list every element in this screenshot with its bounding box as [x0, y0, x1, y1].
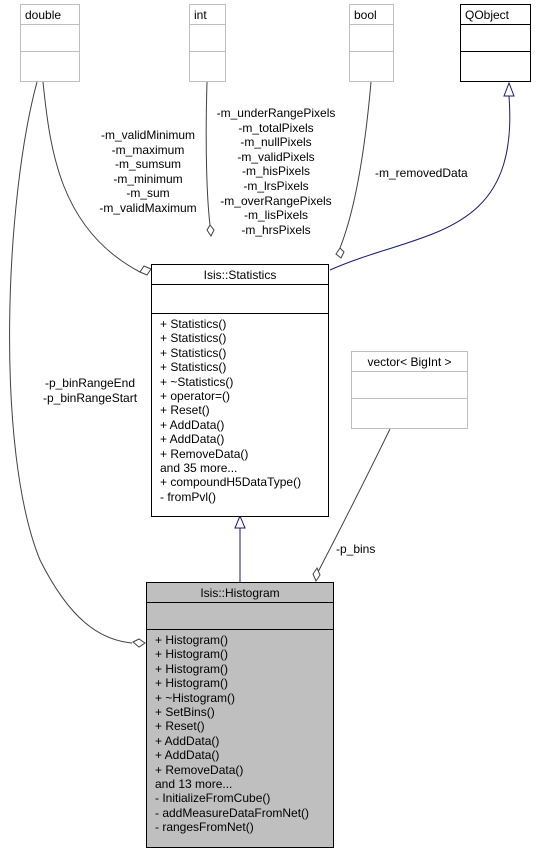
inheritance-arrow-statistics: [234, 514, 246, 529]
edge-label-bool-member: -m_removedData: [375, 166, 468, 180]
edge-label-bins: -p_bins: [336, 542, 376, 556]
aggregation-diamond-bool: [335, 247, 345, 259]
member-label: -p_binRangeEnd: [44, 376, 136, 390]
class-histogram-name: Isis::Histogram: [200, 586, 280, 600]
edge-double-statistics: [42, 81, 141, 273]
method-item: + RemoveData(): [155, 762, 244, 777]
class-int-methods: [190, 51, 225, 66]
method-item: + AddData(): [155, 733, 220, 748]
method-item: + Histogram(): [155, 647, 229, 662]
edge-double-histogram: [9, 81, 133, 644]
method-item: + AddData(): [160, 432, 225, 447]
class-bool-name: bool: [354, 8, 377, 22]
method-item: and 13 more...: [155, 777, 233, 792]
aggregation-diamond-int: [206, 224, 215, 237]
member-label: -m_sumsum: [114, 157, 182, 172]
class-statistics[interactable]: Isis::Statistics + Statistics()+ Statist…: [151, 264, 329, 517]
member-label: -m_overRangePixels: [220, 193, 332, 208]
aggregation-diamond-histogram: [132, 638, 146, 648]
member-label: -m_sum: [126, 186, 170, 201]
method-item: + Statistics(): [160, 345, 227, 360]
edge-label-bin-range: -p_binRangeEnd-p_binRangeStart: [43, 376, 137, 405]
class-histogram-attributes: [147, 602, 333, 629]
class-vector-attributes: [352, 371, 467, 398]
member-label: -m_totalPixels: [238, 120, 314, 135]
aggregation-diamond-double: [139, 265, 152, 276]
class-qobject-attributes: [461, 24, 530, 51]
class-qobject-methods: [461, 51, 530, 66]
class-statistics-attributes: [152, 284, 328, 313]
member-label: -m_underRangePixels: [216, 106, 336, 120]
class-vector-bigint[interactable]: vector< BigInt >: [351, 351, 468, 429]
member-label: -m_validPixels: [237, 149, 315, 164]
method-item: + Histogram(): [155, 633, 229, 647]
member-label: -m_nullPixels: [240, 135, 312, 150]
method-item: + Reset(): [155, 719, 205, 734]
aggregation-diamond-vector: [312, 566, 321, 583]
class-bool-methods: [350, 51, 393, 66]
class-int[interactable]: int: [189, 4, 226, 82]
class-qobject-name: QObject: [465, 8, 510, 22]
class-statistics-methods: + Statistics()+ Statistics()+ Statistics…: [152, 313, 328, 507]
edge-qobject-inheritance: [329, 95, 511, 271]
method-item: + operator=(): [160, 389, 231, 404]
inheritance-arrow-qobject: [503, 81, 515, 97]
edge-int-statistics: [205, 81, 211, 226]
method-item: and 35 more...: [160, 461, 238, 476]
member-label: -m_validMaximum: [99, 200, 197, 215]
member-label: -m_hisPixels: [241, 164, 311, 179]
class-int-attributes: [190, 24, 225, 51]
edge-bool-statistics: [339, 81, 372, 249]
method-item: + Statistics(): [160, 317, 227, 331]
method-item: - rangesFromNet(): [155, 820, 254, 835]
class-histogram-methods: + Histogram()+ Histogram()+ Histogram()+…: [147, 629, 333, 838]
method-item: + Histogram(): [155, 661, 229, 676]
method-item: + Histogram(): [155, 676, 229, 691]
edge-label-double-members: -m_validMinimum-m_maximum-m_sumsum-m_min…: [99, 128, 196, 216]
member-label: -m_minimum: [113, 171, 183, 186]
member-label: -m_validMinimum: [100, 128, 196, 142]
class-vector-methods: [352, 398, 467, 413]
edge-label-int-members: -m_underRangePixels-m_totalPixels-m_null…: [217, 106, 336, 237]
method-item: + RemoveData(): [160, 446, 249, 461]
method-item: - fromPvl(): [160, 489, 216, 504]
method-item: + AddData(): [160, 417, 225, 432]
member-label: -m_lrsPixels: [243, 178, 309, 193]
member-label: -m_lisPixels: [243, 208, 309, 223]
class-vector-name: vector< BigInt >: [367, 355, 452, 369]
method-item: + ~Statistics(): [160, 374, 234, 389]
method-item: + Reset(): [160, 403, 210, 418]
method-item: + Statistics(): [160, 331, 227, 346]
class-double[interactable]: double: [20, 4, 80, 82]
method-item: - addMeasureDataFromNet(): [155, 805, 310, 820]
class-double-attributes: [21, 24, 79, 51]
class-histogram[interactable]: Isis::Histogram + Histogram()+ Histogram…: [146, 582, 334, 848]
method-item: + ~Histogram(): [155, 690, 236, 705]
class-statistics-name: Isis::Statistics: [203, 268, 277, 282]
class-bool-attributes: [350, 24, 393, 51]
class-bool[interactable]: bool: [349, 4, 394, 82]
class-qobject[interactable]: QObject: [460, 4, 531, 82]
class-double-name: double: [25, 8, 62, 22]
method-item: + SetBins(): [155, 705, 215, 720]
class-int-name: int: [194, 8, 207, 22]
method-item: + AddData(): [155, 748, 220, 763]
class-double-methods: [21, 51, 79, 66]
method-item: + Statistics(): [160, 360, 227, 375]
method-item: + compoundH5DataType(): [160, 475, 302, 490]
member-label: -m_maximum: [111, 142, 185, 157]
member-label: -m_hrsPixels: [241, 222, 311, 237]
member-label: -p_binRangeStart: [42, 390, 138, 405]
edge-vector-histogram: [317, 428, 391, 573]
method-item: - InitializeFromCube(): [155, 791, 271, 806]
